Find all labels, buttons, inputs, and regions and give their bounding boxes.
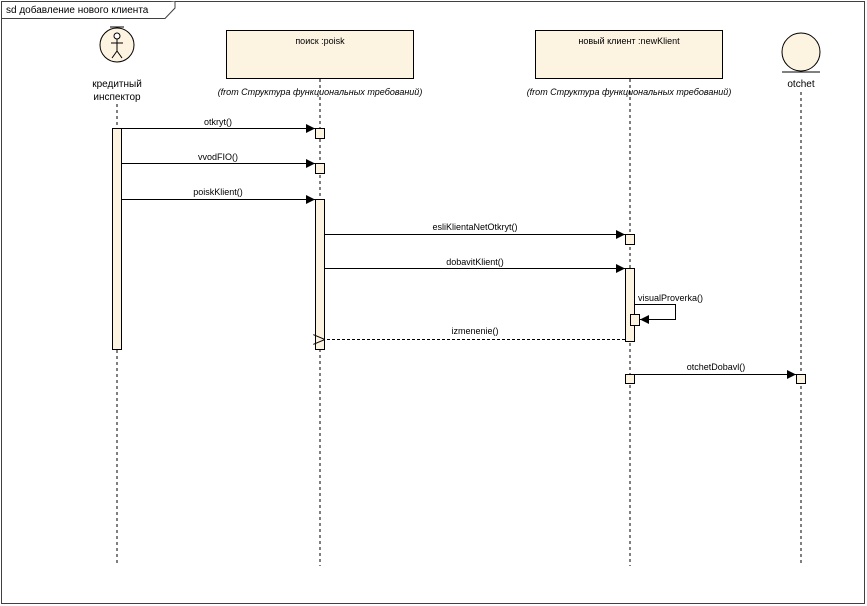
activation-poisk-main (315, 199, 325, 350)
message-label-poiskklient: poiskKlient() (193, 187, 243, 197)
message-otchetdobavl[interactable]: otchetDobavl() (635, 362, 796, 379)
actor-label-line2: инспектор (93, 92, 141, 103)
message-dobavitklient[interactable]: dobavitKlient() (325, 257, 625, 273)
entity-label-otchet: otchet (787, 79, 814, 90)
message-vvodfio[interactable]: vvodFIO() (122, 152, 315, 168)
activation-poisk-vvodfio (315, 163, 325, 174)
frame-title: sd добавление нового клиента (6, 4, 149, 16)
lifeline-note-newklient: (from Структура функциональных требовани… (527, 87, 732, 97)
message-label-vvodfio: vvodFIO() (198, 152, 238, 162)
lifeline-box-newklient[interactable] (535, 30, 723, 79)
lifeline-label-poisk: поиск :poisk (295, 36, 345, 46)
actor-label-line1: кредитный (92, 79, 142, 90)
message-poiskklient[interactable]: poiskKlient() (122, 187, 315, 204)
message-visualproverka[interactable]: visualProverka() (635, 293, 703, 324)
activation-otchet (796, 374, 806, 384)
frame-title-tab (1, 1, 176, 19)
lifeline-box-poisk[interactable] (226, 30, 414, 79)
activation-newklient-esli (625, 234, 635, 245)
lifeline-label-newklient: новый клиент :newKlient (578, 36, 680, 46)
message-otkryt[interactable]: otkryt() (122, 117, 315, 133)
activation-newklient-otchet (625, 374, 635, 384)
message-label-dobavitklient: dobavitKlient() (446, 257, 504, 267)
activation-newklient-main (625, 268, 635, 342)
message-label-izmenenie: izmenenie() (451, 326, 498, 336)
actor-icon (99, 26, 135, 63)
message-esliklientanetotkryt[interactable]: esliKlientaNetOtkryt() (325, 222, 625, 239)
message-label-otkryt: otkryt() (204, 117, 232, 127)
activation-newklient-self (630, 314, 640, 326)
entity-icon (781, 32, 821, 73)
message-izmenenie[interactable]: izmenenie() (325, 326, 625, 340)
message-label-otchetdobavl: otchetDobavl() (687, 362, 746, 372)
activation-poisk-otkryt (315, 128, 325, 139)
message-label-visualproverka: visualProverka() (638, 293, 703, 303)
message-label-esliklientanetotkryt: esliKlientaNetOtkryt() (432, 222, 517, 232)
activation-inspector (112, 128, 122, 350)
